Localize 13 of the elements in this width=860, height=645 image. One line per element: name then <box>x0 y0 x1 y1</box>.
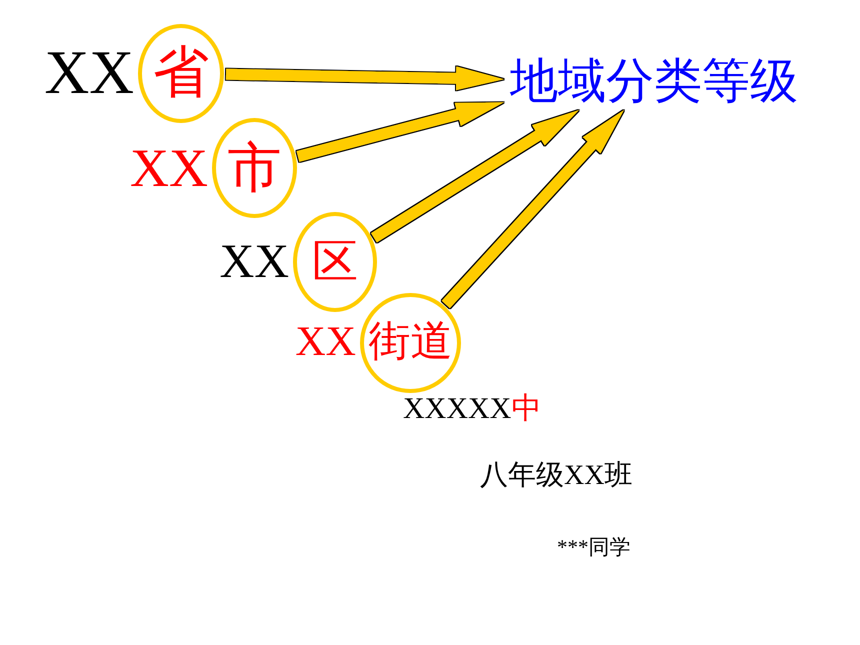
student-label: ***同学 <box>557 535 630 560</box>
class-label: 八年级XX班 <box>480 460 632 492</box>
circled-text: 区 <box>312 237 358 287</box>
school-label: XXXXX中 <box>403 392 542 426</box>
place-prefix: XX <box>44 38 134 108</box>
place-prefix: XX <box>295 319 356 367</box>
category-title: 地域分类等级 <box>504 54 804 110</box>
circled-text: 市 <box>228 138 282 198</box>
circled-text: 街道 <box>368 320 452 366</box>
circled-text: 省 <box>153 43 209 104</box>
place-prefix: XX <box>130 138 208 198</box>
place-prefix: XX <box>220 235 289 289</box>
block-arrow <box>226 66 504 90</box>
